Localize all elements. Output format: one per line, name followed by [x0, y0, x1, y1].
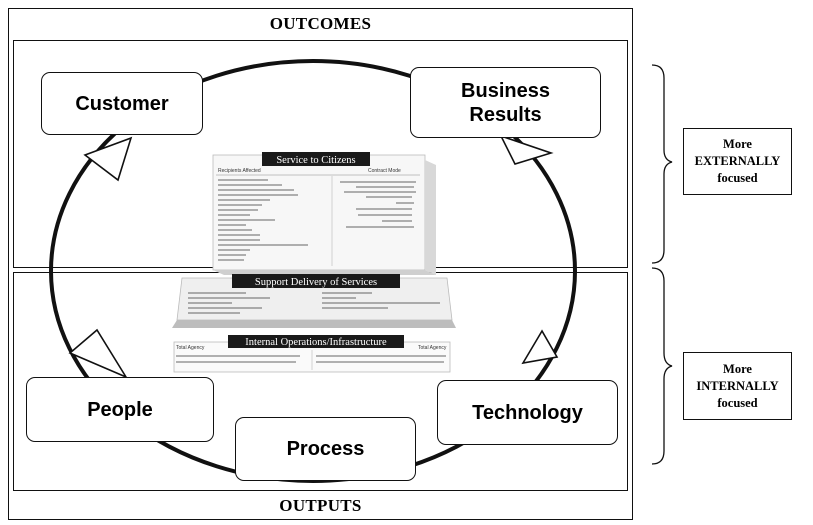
internally-focused-box: More INTERNALLY focused [683, 352, 792, 420]
cycle-ellipse [49, 59, 577, 483]
panel1-col-right: Contract Mode [368, 168, 401, 174]
business-results-label: Business Results [461, 79, 550, 126]
outcomes-label: OUTCOMES [269, 14, 372, 33]
internal-line2: INTERNALLY [696, 378, 779, 393]
arrowhead-to-customer [83, 136, 133, 182]
panel2-lines [188, 292, 440, 314]
panel1-lines [218, 179, 416, 261]
panel3-lines [176, 355, 446, 363]
internal-line3: focused [717, 395, 758, 410]
business-results-node: Business Results [410, 67, 601, 138]
external-line2: EXTERNALLY [694, 154, 781, 168]
arrowhead-from-people [68, 328, 129, 379]
outputs-label: OUTPUTS [279, 496, 362, 515]
panel3-col-left: Total Agency [176, 345, 205, 351]
outer-frame [8, 8, 633, 520]
panel2-title: Support Delivery of Services [255, 277, 377, 288]
panel3-title: Internal Operations/Infrastructure [245, 337, 387, 348]
technology-node: Technology [437, 380, 618, 445]
externally-focused-box: More EXTERNALLY focused [683, 128, 792, 195]
internal-brace [651, 267, 673, 465]
external-line3: focused [717, 171, 758, 185]
arrowhead-to-technology [521, 329, 559, 365]
panel1-col-left: Recipients Affected [218, 168, 261, 174]
internal-operations-panel: Internal Operations/Infrastructure Total… [173, 335, 451, 373]
arrowhead-from-business-results [499, 134, 554, 165]
internal-line1: More [723, 361, 752, 376]
customer-node: Customer [41, 72, 203, 135]
external-brace [651, 64, 673, 264]
support-delivery-panel: Support Delivery of Services [172, 274, 456, 328]
panel1-title: Service to Citizens [276, 155, 355, 166]
panel3-col-right: Total Agency [418, 345, 447, 351]
external-line1: More [723, 137, 752, 151]
people-node: People [26, 377, 214, 442]
process-node: Process [235, 417, 416, 481]
service-to-citizens-panel: Service to Citizens Recipients Affected … [212, 152, 436, 275]
